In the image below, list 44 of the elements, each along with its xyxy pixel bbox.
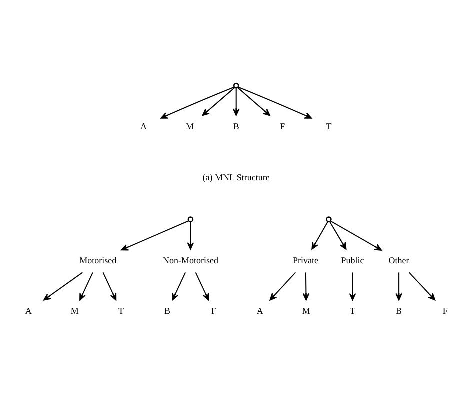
node-text: Non-Motorised — [162, 254, 218, 265]
arrow — [396, 272, 402, 300]
node-circle — [188, 216, 194, 222]
node-text: F — [211, 306, 216, 316]
node-text: T — [326, 121, 332, 132]
arrow — [160, 86, 235, 118]
node-text: A — [140, 121, 148, 132]
node-text: T — [118, 306, 124, 316]
arrow — [329, 220, 347, 250]
node-text: A — [25, 306, 32, 316]
node-text: B — [396, 306, 402, 316]
node-text: B — [164, 306, 171, 316]
node-text: M — [186, 121, 194, 132]
label: (a) MNL Structure — [202, 172, 270, 182]
arrow — [312, 220, 329, 250]
arrow — [238, 86, 312, 118]
node-text: F — [442, 306, 448, 316]
node-circle — [326, 216, 332, 222]
node-circle — [233, 82, 240, 88]
arrow — [80, 272, 94, 300]
node-text: F — [280, 121, 286, 132]
node-text: M — [70, 306, 79, 316]
arrow — [172, 272, 186, 300]
arrow — [330, 220, 382, 250]
arrow — [195, 272, 210, 300]
arrow — [238, 86, 270, 116]
node-text: M — [302, 306, 310, 316]
arrow — [408, 272, 436, 300]
node-text: Public — [341, 254, 364, 265]
node-text: B — [233, 121, 240, 132]
arrow — [202, 86, 236, 116]
node-text: T — [350, 306, 356, 316]
arrow — [302, 272, 310, 300]
arrow — [44, 272, 83, 300]
node-text: Motorised — [80, 254, 117, 265]
node-text: Private — [293, 254, 319, 265]
arrow — [232, 88, 240, 116]
node-text: A — [256, 306, 264, 316]
node-text: Other — [388, 254, 410, 265]
arrow — [187, 221, 194, 250]
arrow — [270, 272, 296, 300]
arrow — [102, 272, 117, 300]
arrow — [121, 220, 190, 250]
arrow — [349, 272, 356, 300]
